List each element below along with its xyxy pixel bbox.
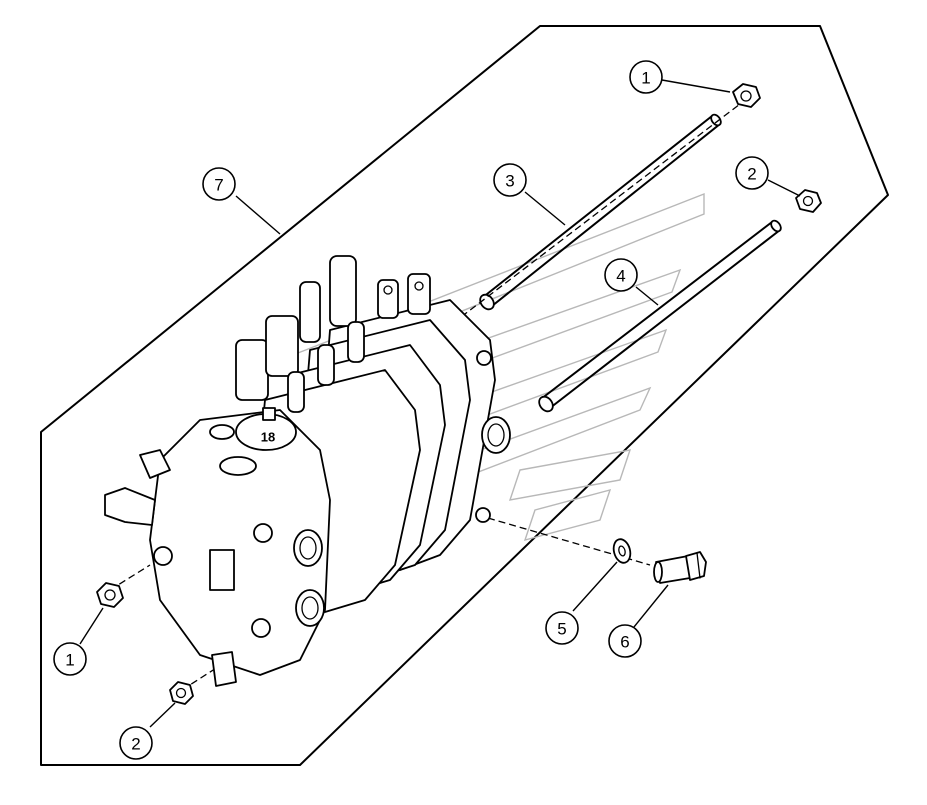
- valve-marking: 18: [261, 430, 275, 445]
- callout-label: 2: [747, 165, 756, 184]
- alignment-line-bottom-left: [109, 564, 151, 591]
- callout-5: 5: [545, 611, 579, 645]
- alignment-line-bottom-right: [487, 517, 651, 566]
- leader-5: [572, 561, 618, 612]
- callout-1-top: 1: [629, 60, 663, 94]
- spool-plungers: [287, 255, 431, 413]
- leader-3: [524, 191, 566, 226]
- callout-label: 1: [641, 69, 650, 88]
- callout-4: 4: [604, 258, 638, 292]
- assembly-outline: [40, 25, 889, 766]
- control-valve-assembly: 18: [104, 255, 511, 687]
- callout-label: 3: [505, 172, 514, 191]
- hex-nut-top-2: [795, 189, 822, 213]
- tie-rod-short: [538, 219, 782, 413]
- callout-label: 2: [131, 735, 140, 754]
- leader-1b: [79, 607, 104, 645]
- washer: [612, 538, 632, 564]
- hex-nut-bottom-2: [169, 681, 194, 705]
- leader-2a: [767, 179, 801, 197]
- hex-bolt: [653, 551, 707, 584]
- leader-2b: [149, 702, 176, 728]
- callout-label: 4: [616, 267, 625, 286]
- callout-6: 6: [608, 624, 642, 658]
- callout-7: 7: [202, 167, 236, 201]
- callout-label: 6: [620, 633, 629, 652]
- hex-nut-top-1: [732, 83, 761, 108]
- callout-label: 7: [214, 176, 223, 195]
- leader-6: [633, 584, 669, 628]
- callout-1-bottom: 1: [53, 642, 87, 676]
- callout-3: 3: [493, 163, 527, 197]
- leader-1a: [661, 79, 731, 93]
- hex-nut-bottom-1: [96, 582, 124, 608]
- alignment-line-top: [443, 103, 741, 331]
- leader-7: [235, 195, 281, 235]
- leader-4: [635, 286, 659, 306]
- callout-label: 5: [557, 620, 566, 639]
- callout-2-top: 2: [735, 156, 769, 190]
- callout-label: 1: [65, 651, 74, 670]
- marked-cap: 18: [235, 407, 297, 451]
- tie-rod-long: [479, 113, 722, 311]
- callout-2-bottom: 2: [119, 726, 153, 760]
